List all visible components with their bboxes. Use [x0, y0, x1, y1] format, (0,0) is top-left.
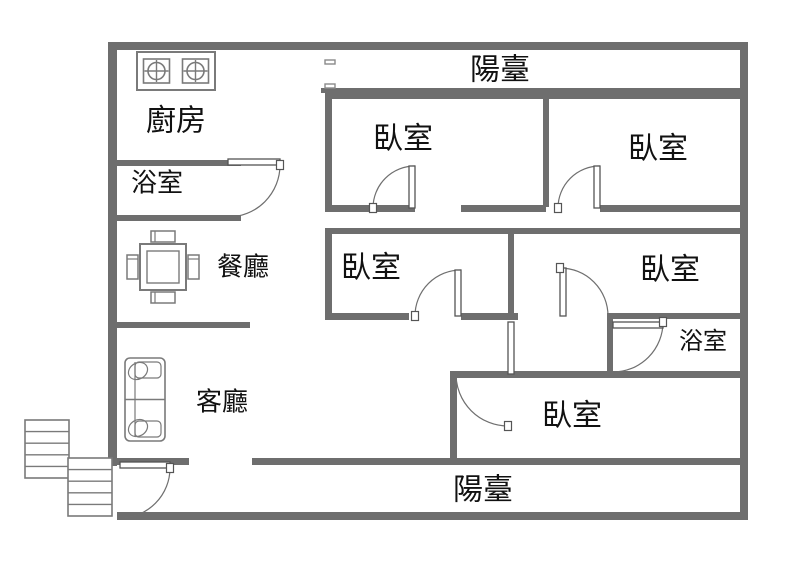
door-bathroom-2-jamb: [658, 316, 668, 328]
door-bedroom-3-swing-arc: [414, 269, 462, 317]
bedroom2-bottom-wall: [600, 205, 742, 212]
bath2-top-wall: [607, 313, 742, 319]
burner-plate-0: [142, 58, 171, 84]
stairs-lower-outline: [67, 457, 113, 517]
balcony-vent-lower: [324, 83, 336, 89]
door-bedroom-4: [555, 262, 609, 317]
exterior-right: [740, 42, 748, 520]
bedroom34-mid-wall: [508, 232, 514, 316]
bath-dining-divider: [117, 215, 241, 221]
door-bedroom-4-swing-arc: [559, 267, 609, 317]
dining-table-inner: [146, 250, 180, 284]
door-bedroom-5-leaf: [507, 321, 515, 375]
door-entrance-swing-arc: [119, 467, 171, 519]
door-bathroom-1-leaf: [227, 158, 281, 166]
gas-stove: [136, 51, 216, 91]
vent-marks-layer: [324, 59, 336, 89]
door-bedroom-2: [553, 165, 601, 214]
door-entrance-leaf: [119, 461, 171, 469]
door-bedroom-3: [410, 269, 462, 322]
sofa-pillow-top: [127, 361, 149, 381]
dining-table: [126, 230, 200, 304]
stairs-upper: [24, 419, 70, 479]
room-label-dining: 餐廳: [217, 253, 269, 283]
room-label-balcony-top: 陽臺: [470, 53, 530, 88]
door-bathroom-1: [227, 158, 285, 218]
door-entrance: [119, 461, 175, 519]
room-label-bedroom-5: 臥室: [542, 399, 602, 434]
bedroom5-left-wall: [450, 371, 457, 461]
bedroom3-bottom-wall-b: [461, 313, 518, 320]
door-bedroom-4-leaf: [559, 267, 567, 317]
exterior-left: [108, 42, 117, 466]
room-labels-layer: 廚房浴室餐廳客廳陽臺陽臺臥室臥室臥室臥室浴室臥室: [131, 53, 727, 508]
room-label-bathroom-2: 浴室: [679, 327, 727, 355]
room-label-bedroom-2: 臥室: [628, 132, 688, 167]
door-bathroom-2-swing-arc: [612, 321, 664, 373]
sofa-cushion-bottom: [134, 420, 162, 438]
room-label-bedroom-4: 臥室: [640, 253, 700, 288]
corridor-bottom-wall: [325, 228, 742, 234]
door-bedroom-1-jamb: [368, 202, 378, 214]
bedroom3-bottom-wall: [325, 313, 409, 320]
door-bedroom-5-swing-arc: [455, 373, 509, 427]
stairs-lower: [67, 457, 113, 517]
door-bedroom-4-jamb: [555, 262, 565, 274]
bedroom3-left-wall: [325, 228, 332, 320]
room-label-balcony-bottom: 陽臺: [453, 473, 513, 508]
exterior-top: [108, 42, 748, 50]
door-bedroom-5: [455, 321, 515, 432]
door-bedroom-1: [368, 165, 416, 214]
dining-living-divider: [117, 322, 250, 328]
door-bedroom-2-swing-arc: [557, 165, 601, 209]
door-bathroom-2-leaf: [612, 321, 664, 329]
stairs-upper-outline: [24, 419, 70, 479]
doors-layer: [119, 158, 668, 519]
sofa-cushion-top: [134, 361, 162, 379]
bedroom12-top-wall: [325, 93, 742, 99]
balcony-bottom-wall-r: [486, 458, 742, 465]
balcony-top-inner-wall: [321, 88, 742, 93]
room-label-bathroom-main: 浴室: [131, 169, 183, 199]
door-bedroom-2-leaf: [593, 165, 601, 209]
balcony-bottom-wall-l: [252, 458, 486, 465]
room-label-kitchen: 廚房: [146, 104, 206, 139]
bath2-left-wall: [607, 319, 613, 371]
bedroom12-mid-wall: [543, 97, 549, 207]
door-bathroom-2: [612, 316, 668, 373]
kitchen-bath-divider: [117, 160, 241, 166]
door-bedroom-5-jamb: [503, 420, 513, 432]
chair-right: [187, 254, 200, 280]
exterior-bottom: [117, 512, 748, 520]
room-label-living: 客廳: [196, 388, 248, 418]
chair-top: [150, 230, 176, 243]
furniture-layer: [24, 51, 216, 517]
sofa-pillow-bottom: [127, 418, 149, 438]
balcony-vent-upper: [324, 59, 336, 65]
chair-bottom: [150, 291, 176, 304]
bedroom5-top-wall: [450, 371, 742, 378]
door-bedroom-1-swing-arc: [372, 165, 416, 209]
chair-left: [126, 254, 139, 280]
door-bedroom-1-leaf: [408, 165, 416, 209]
bedroom1-left-wall: [325, 93, 332, 211]
burner-plate-1: [181, 58, 210, 84]
door-bathroom-1-swing-arc: [227, 164, 281, 218]
room-label-bedroom-1: 臥室: [373, 122, 433, 157]
door-bedroom-3-jamb: [410, 310, 420, 322]
bedroom1-bottom-wall-b: [461, 205, 546, 212]
door-bedroom-3-leaf: [454, 269, 462, 317]
door-bathroom-1-jamb: [275, 159, 285, 171]
door-bedroom-2-jamb: [553, 202, 563, 214]
door-entrance-jamb: [165, 462, 175, 474]
sofa: [124, 357, 166, 442]
room-label-bedroom-3: 臥室: [341, 251, 401, 286]
